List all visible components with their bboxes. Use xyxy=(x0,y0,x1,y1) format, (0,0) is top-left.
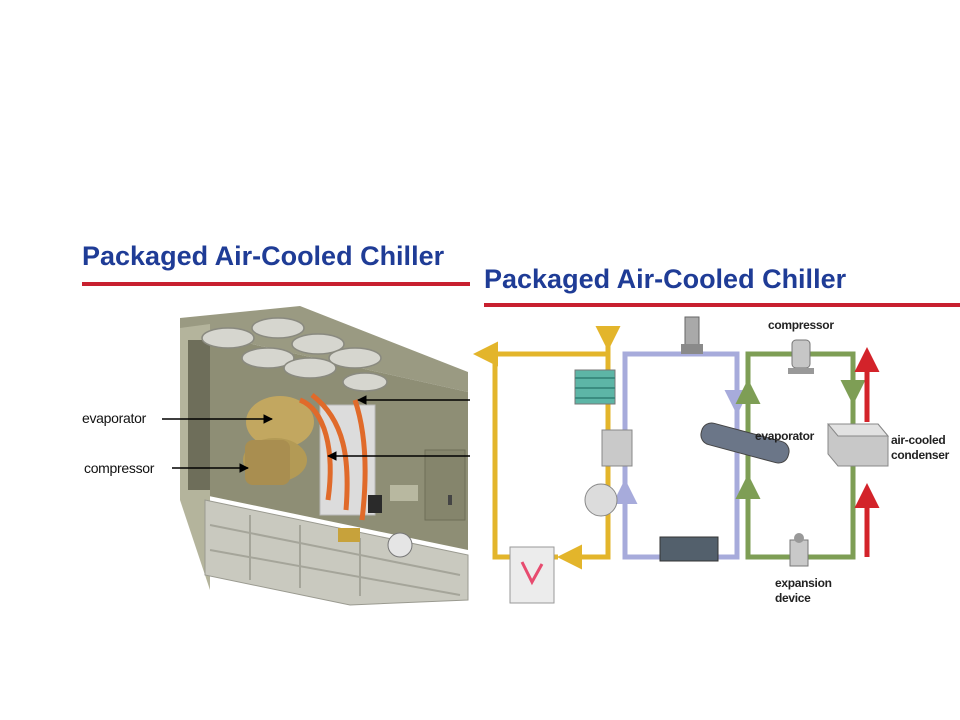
pump-icon xyxy=(601,429,633,467)
evaporator-shell-icon xyxy=(700,422,790,464)
photo-label-compressor: compressor xyxy=(84,460,155,476)
schematic-label-expansion-line2: device xyxy=(775,591,811,605)
slide-title-front: Packaged Air-Cooled Chiller xyxy=(484,264,847,294)
condenser-unit-icon xyxy=(826,423,890,467)
expansion-pump-icon xyxy=(659,536,719,562)
slide-title-back: Packaged Air-Cooled Chiller xyxy=(82,241,445,271)
compressor-top-icon xyxy=(681,316,703,354)
fan-icon xyxy=(584,483,618,517)
photo-callout-arrows xyxy=(162,395,470,473)
expansion-valve-icon xyxy=(789,533,809,567)
compressor-icon xyxy=(788,339,814,374)
chiller-schematic xyxy=(473,316,890,604)
title-underline-back xyxy=(82,282,470,286)
schematic-label-evaporator: evaporator xyxy=(755,429,815,443)
load-terminal-icon xyxy=(509,546,555,604)
photo-label-evaporator: evaporator xyxy=(82,410,146,426)
schematic-label-expansion-line1: expansion xyxy=(775,576,832,590)
schematic-label-condenser-line1: air-cooled xyxy=(891,433,946,447)
chiller-base xyxy=(204,499,469,606)
chilled-water-loop xyxy=(492,334,611,560)
chiller-unit-illustration xyxy=(180,306,469,606)
compressor-body xyxy=(245,440,290,485)
condenser-fans xyxy=(201,317,388,392)
schematic-label-compressor: compressor xyxy=(768,318,834,332)
evaporator-vessel xyxy=(246,396,314,448)
title-underline-front xyxy=(484,303,960,307)
schematic-label-condenser-line2: condenser xyxy=(891,448,949,462)
cooling-coil-icon xyxy=(574,369,616,405)
evaporator-refrigerant-loop xyxy=(622,351,740,560)
